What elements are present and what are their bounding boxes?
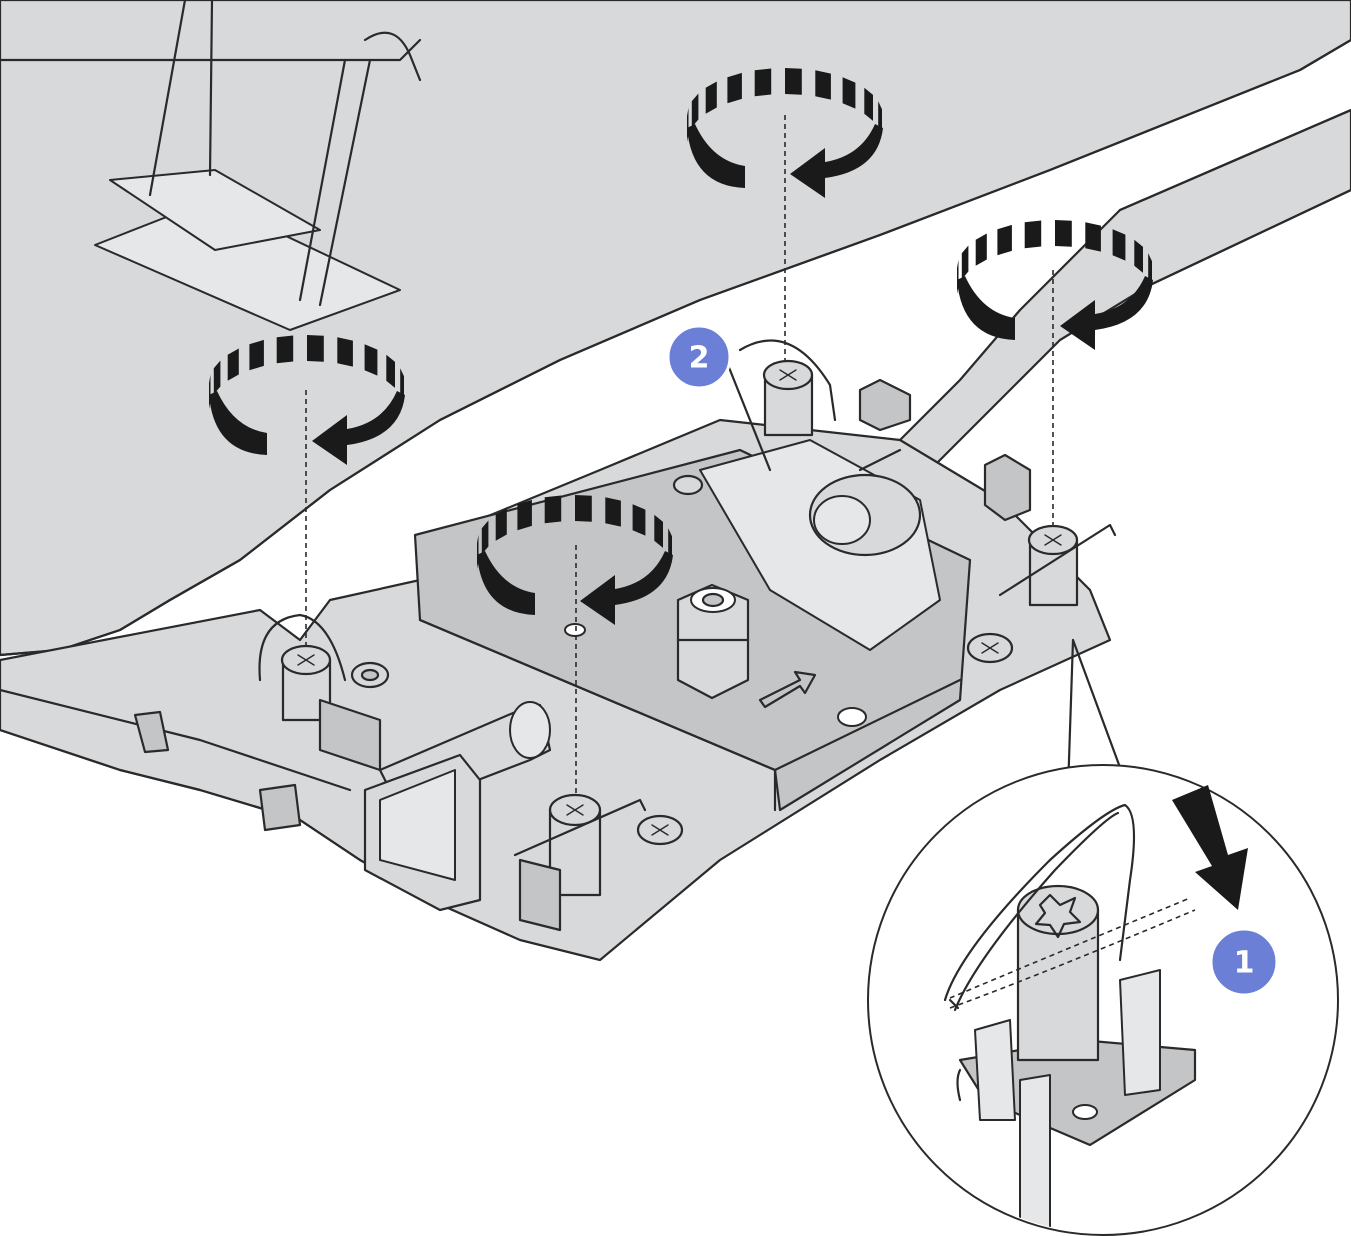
rotation-arc-right-arrowhead: [1060, 276, 1153, 350]
rotation-stripe: [1085, 222, 1101, 252]
rotation-arc-right-arrowhead: [580, 551, 673, 625]
captive-screw-left: [258, 613, 382, 772]
rotation-arc-right-arrowhead: [312, 391, 405, 465]
rotation-stripe: [276, 335, 294, 364]
rotation-arc-left: [477, 551, 535, 615]
rotate-clockwise-icon-left: [209, 335, 405, 465]
rotation-stripe: [213, 360, 221, 395]
rotation-stripe: [386, 354, 395, 388]
captive-screw-back: [726, 339, 837, 472]
coolant-tube: [868, 108, 1351, 502]
frame-tab-back: [858, 378, 912, 432]
rotation-stripe: [605, 497, 621, 527]
rotation-stripe: [227, 348, 239, 381]
rotation-stripe: [517, 499, 532, 531]
hex-standoff: [676, 583, 750, 700]
rotate-clockwise-icon-back: [687, 68, 883, 198]
step-1-number: 1: [1234, 946, 1255, 981]
coolant-tube-left: [363, 701, 552, 912]
screw-small-top: [672, 474, 704, 496]
plate-hole-small: [564, 623, 586, 637]
frame-tab-left: [258, 783, 302, 832]
step-2-badge: 2: [666, 324, 732, 390]
rotation-stripe: [632, 504, 646, 536]
rotation-stripe: [975, 233, 987, 266]
rotate-clockwise-icon-right: [957, 220, 1153, 350]
rotation-stripe: [997, 224, 1012, 256]
rotation-arc-left: [957, 276, 1015, 340]
rotation-stripe: [705, 81, 717, 114]
rotation-stripe: [754, 68, 772, 97]
rotation-stripe: [864, 87, 873, 121]
rotation-stripe: [337, 337, 353, 367]
rotation-stripe: [654, 514, 663, 548]
rotation-stripe: [961, 245, 969, 280]
rotation-stripe: [364, 344, 378, 376]
rotation-stripe: [842, 77, 856, 109]
rotation-stripe: [307, 335, 324, 362]
rotation-stripe: [785, 68, 802, 95]
rotation-stripe: [815, 70, 831, 100]
rotation-stripe: [1134, 239, 1143, 273]
screw-guide-lines: [305, 115, 1054, 795]
rotation-stripe: [691, 93, 699, 128]
rotation-stripe: [1112, 229, 1126, 261]
screw-small-bottom: [636, 814, 684, 846]
rotation-arc-right-arrowhead: [790, 124, 883, 198]
radiator-body: [0, 0, 1351, 657]
frame-tab-right: [983, 453, 1032, 522]
rotation-arc-left: [209, 391, 267, 455]
rotation-arrows: [209, 68, 1153, 625]
rotation-stripe: [1024, 220, 1042, 249]
frame-tab-far-left: [133, 710, 170, 754]
rotation-stripe: [249, 339, 264, 371]
rotation-stripe: [727, 72, 742, 104]
rotation-arc-left: [687, 124, 745, 188]
step-1-badge: 1: [1209, 927, 1279, 997]
screw-small-right: [966, 632, 1014, 664]
captive-screw-front: [513, 793, 647, 932]
plate-hole: [837, 707, 867, 727]
rotation-stripe: [495, 508, 507, 541]
direction-arrow-icon: [758, 670, 817, 709]
push-down-arrow-icon: [1172, 785, 1248, 910]
rotation-stripe: [575, 495, 592, 522]
captive-screw-right: [998, 523, 1117, 607]
rotate-clockwise-icon-front: [477, 495, 673, 625]
step-2-number: 2: [689, 341, 710, 376]
rotation-stripe: [1055, 220, 1072, 247]
rotation-stripe: [481, 520, 489, 555]
rotation-stripe: [544, 495, 562, 524]
screw-small-left: [350, 661, 390, 689]
